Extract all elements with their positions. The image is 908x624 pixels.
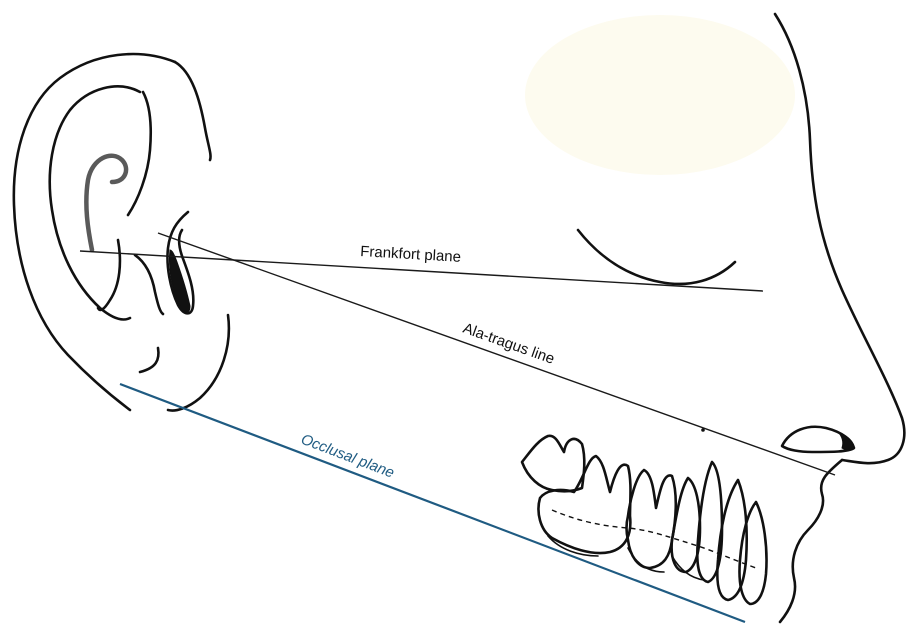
ear-drawing	[14, 54, 229, 410]
maxillary-teeth	[522, 436, 767, 604]
tooth-molar-back	[522, 436, 584, 492]
occlusal-plane-line	[120, 384, 745, 622]
ear-antitragus	[140, 348, 158, 372]
ear-helix-outer	[14, 54, 175, 410]
ear-lobe	[168, 315, 229, 411]
ala-tragus-label: Ala-tragus line	[461, 320, 557, 368]
ear-spiral	[86, 156, 126, 250]
occlusal-plane-label: Occlusal plane	[299, 431, 397, 482]
tooth-molar-3	[627, 470, 676, 568]
ear-concha	[98, 240, 120, 310]
frankfort-plane-label: Frankfort plane	[360, 243, 462, 266]
ala-tragus-mark	[701, 428, 705, 432]
ear-tragus-fill	[169, 250, 190, 312]
ear-helix-top	[175, 62, 211, 160]
ear-crus	[135, 255, 163, 314]
tooth-incisor	[739, 502, 766, 604]
eye-curve	[578, 230, 735, 284]
nostril-shadow	[838, 432, 854, 450]
ear-helix-inner	[50, 86, 140, 319]
ear-antihelix	[128, 92, 151, 215]
nose-profile	[775, 14, 904, 463]
cheek-tint	[525, 15, 795, 175]
lip-profile	[780, 460, 842, 622]
ala-tragus-line	[158, 233, 835, 475]
tooth-molar-2	[539, 456, 631, 553]
